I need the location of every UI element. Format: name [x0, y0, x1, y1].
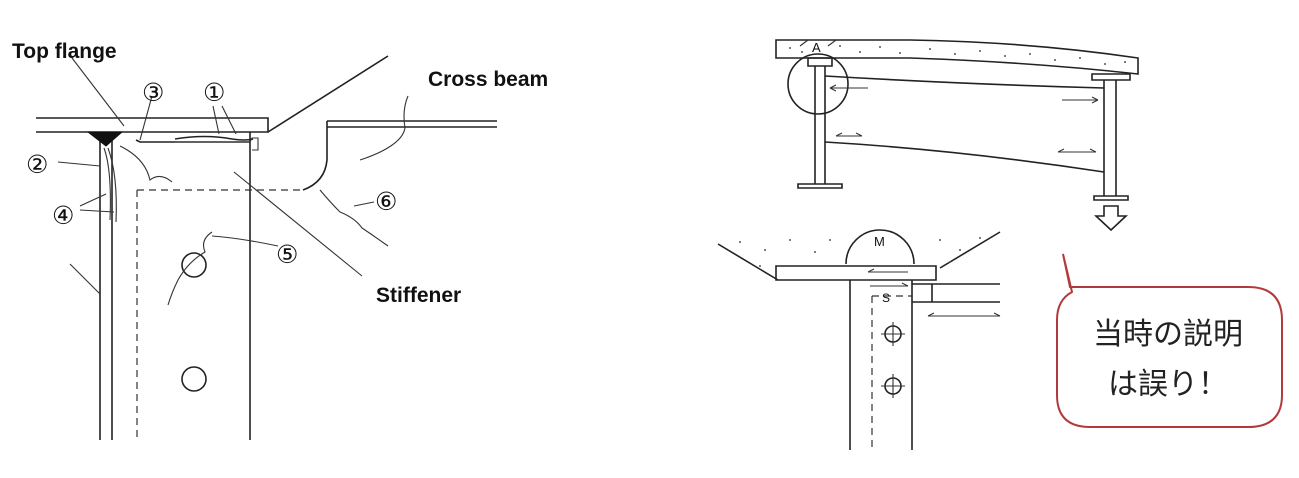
leader-web — [69, 263, 101, 295]
deck-deformation-figure: A — [775, 39, 1139, 232]
callout-bubble: 当時の説明 は誤り！ — [1056, 253, 1283, 428]
moment-arc — [845, 229, 915, 265]
cross-beam-flange — [302, 120, 497, 191]
crack-4-path-b — [107, 147, 117, 223]
leader-top-flange — [71, 57, 125, 127]
joint-detail-figure: M S — [717, 229, 1001, 450]
left-girder — [797, 57, 843, 189]
leader-crack-3 — [139, 95, 153, 141]
bolt-hole — [181, 252, 207, 278]
marker-m: M — [874, 234, 885, 249]
crack-marker-4: ④ — [52, 201, 74, 230]
leader-crack-1 — [212, 105, 237, 135]
top-flange-lower — [775, 265, 937, 281]
bolt-hole — [181, 366, 207, 392]
detail-circle-a — [787, 53, 849, 115]
slab-texture-lower — [739, 237, 981, 267]
crack-marker-1: ① — [203, 78, 225, 107]
sloped-edge-line — [267, 55, 389, 133]
slab-haunch-edges — [717, 231, 1001, 281]
crack-marker-6: ⑥ — [375, 187, 397, 216]
label-top-flange: Top flange — [12, 40, 117, 63]
crack-marker-2: ② — [26, 150, 48, 179]
concrete-slab — [775, 39, 1139, 75]
leader-crack-5 — [211, 235, 279, 247]
stiffener-cope — [175, 137, 259, 151]
callout-line-2: は誤り！ — [1108, 367, 1228, 402]
label-stiffener: Stiffener — [376, 284, 461, 307]
right-girder — [1091, 73, 1131, 201]
cross-beam-deformed — [824, 75, 1105, 173]
crack-marker-5: ⑤ — [276, 240, 298, 269]
weld-fillet — [86, 131, 124, 147]
slab-texture — [789, 45, 1126, 65]
leader-stiffener — [233, 171, 363, 277]
crack-1-line — [174, 135, 254, 141]
top-flange-plate — [36, 117, 269, 133]
marker-a: A — [812, 40, 821, 55]
girder-web-lower — [849, 280, 913, 450]
leader-crack-2 — [57, 161, 101, 167]
main-girder-web — [99, 132, 113, 440]
label-cross-beam: Cross beam — [428, 68, 548, 91]
leader-cross-beam — [359, 95, 409, 161]
callout-frame — [1056, 253, 1283, 428]
crack-3-path — [119, 145, 173, 183]
crack-detail-figure: Top flange Cross beam Stiffener ① ② ③ ④ … — [12, 40, 548, 440]
callout-line-1: 当時の説明 — [1093, 317, 1243, 352]
stiffener-dashed — [871, 295, 912, 450]
stiffener-plate — [135, 132, 303, 440]
down-arrow-icon — [1093, 205, 1129, 232]
marker-s: S — [882, 291, 890, 305]
leader-crack-6 — [353, 201, 375, 207]
cross-beam-stub — [912, 283, 1000, 303]
crack-5-path — [167, 231, 213, 306]
crack-6-path — [319, 189, 389, 247]
leader-crack-4 — [79, 193, 115, 213]
crack-4-path — [103, 147, 111, 221]
axial-arrow — [927, 312, 1001, 317]
force-arrows — [799, 39, 1099, 153]
shear-arrows — [867, 268, 909, 287]
bolt-holes-lower — [881, 322, 905, 398]
crack-marker-3: ③ — [142, 78, 164, 107]
